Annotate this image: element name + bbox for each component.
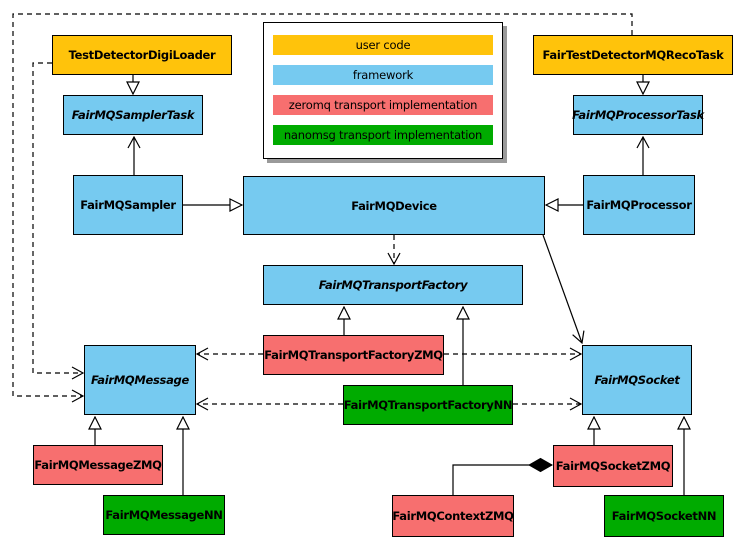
legend: user code framework zeromq transport imp… [263,22,503,159]
class-box-fairmqsampler: FairMQSampler [73,175,183,235]
class-box-fairmqmessage: FairMQMessage [84,345,196,415]
class-box-fairmqtransportfactory: FairMQTransportFactory [263,265,523,305]
class-box-fairmqmessagezmq: FairMQMessageZMQ [33,445,163,485]
class-box-fairmqsocketzmq: FairMQSocketZMQ [553,445,673,487]
class-box-fairtestdetectormqrecotask: FairTestDetectorMQRecoTask [533,35,733,75]
class-box-fairmqsocket: FairMQSocket [582,345,692,415]
class-box-fairmqtransportfactorynn: FairMQTransportFactoryNN [343,385,513,425]
class-box-testdetectordigiloader: TestDetectorDigiLoader [52,35,232,75]
class-box-fairmqmessagenn: FairMQMessageNN [103,495,225,535]
legend-item-zeromq: zeromq transport implementation [273,95,493,115]
legend-item-user-code: user code [273,35,493,55]
legend-item-framework: framework [273,65,493,85]
class-box-fairmqprocessortask: FairMQProcessorTask [572,95,704,135]
class-box-fairmqdevice: FairMQDevice [243,176,545,235]
edge-digiloader-depends-message [32,62,83,373]
class-box-fairmqsamplertask: FairMQSamplerTask [63,95,203,135]
edge-contextzmq-composed-socketzmq [452,465,552,495]
class-box-fairmqsocketnn: FairMQSocketNN [604,495,724,537]
class-box-fairmqtransportfactoryzmq: FairMQTransportFactoryZMQ [263,335,444,375]
legend-item-nanomsg: nanomsg transport implementation [273,125,493,145]
edge-recotask-depends-message [12,13,633,396]
edge-device-uses-socket [542,234,582,343]
class-box-fairmqcontextzmq: FairMQContextZMQ [392,495,514,537]
class-box-fairmqprocessor: FairMQProcessor [583,175,695,235]
